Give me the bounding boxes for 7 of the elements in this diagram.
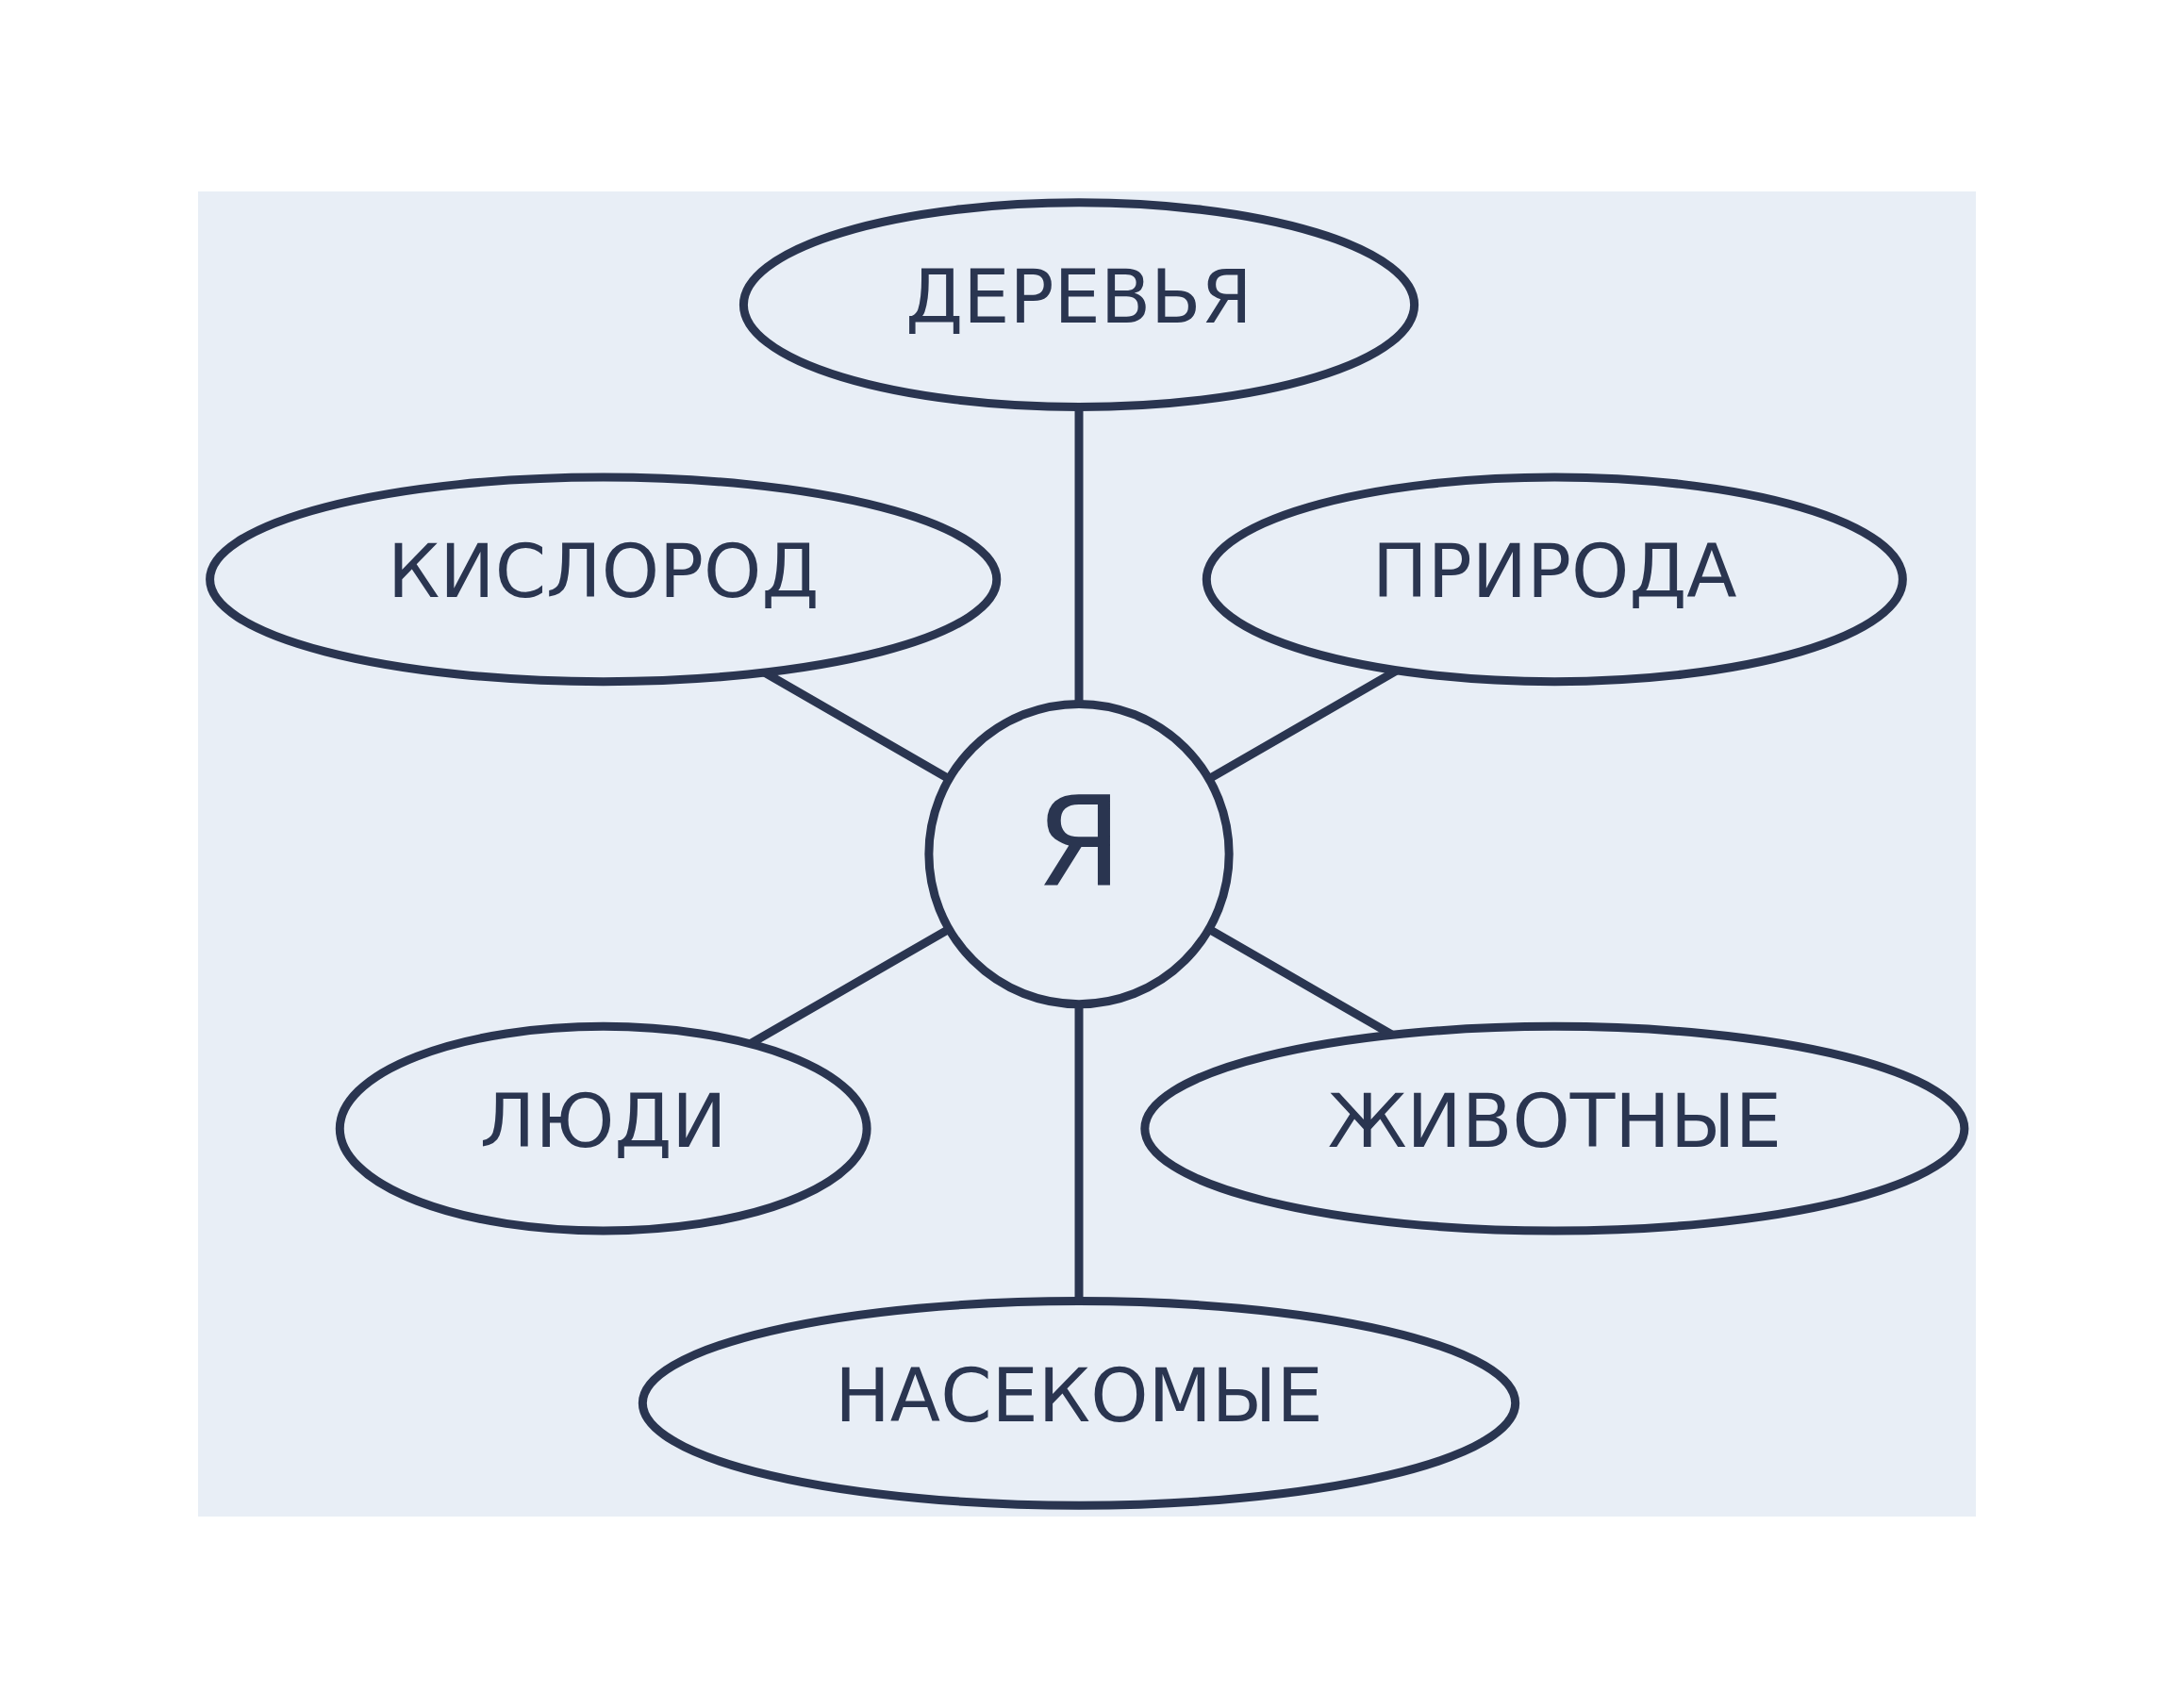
node-ellipse: КИСЛОРОД — [205, 473, 1001, 687]
node-circle: Я — [923, 699, 1234, 1009]
node-ellipse: ЖИВОТНЫЕ — [1139, 1021, 1968, 1235]
node-ellipse: ЛЮДИ — [335, 1021, 871, 1235]
node-ellipse: ПРИРОДА — [1202, 473, 1907, 687]
node-ellipse: ДЕРЕВЬЯ — [738, 198, 1418, 411]
node-ellipse: НАСЕКОМЫЕ — [638, 1297, 1519, 1510]
